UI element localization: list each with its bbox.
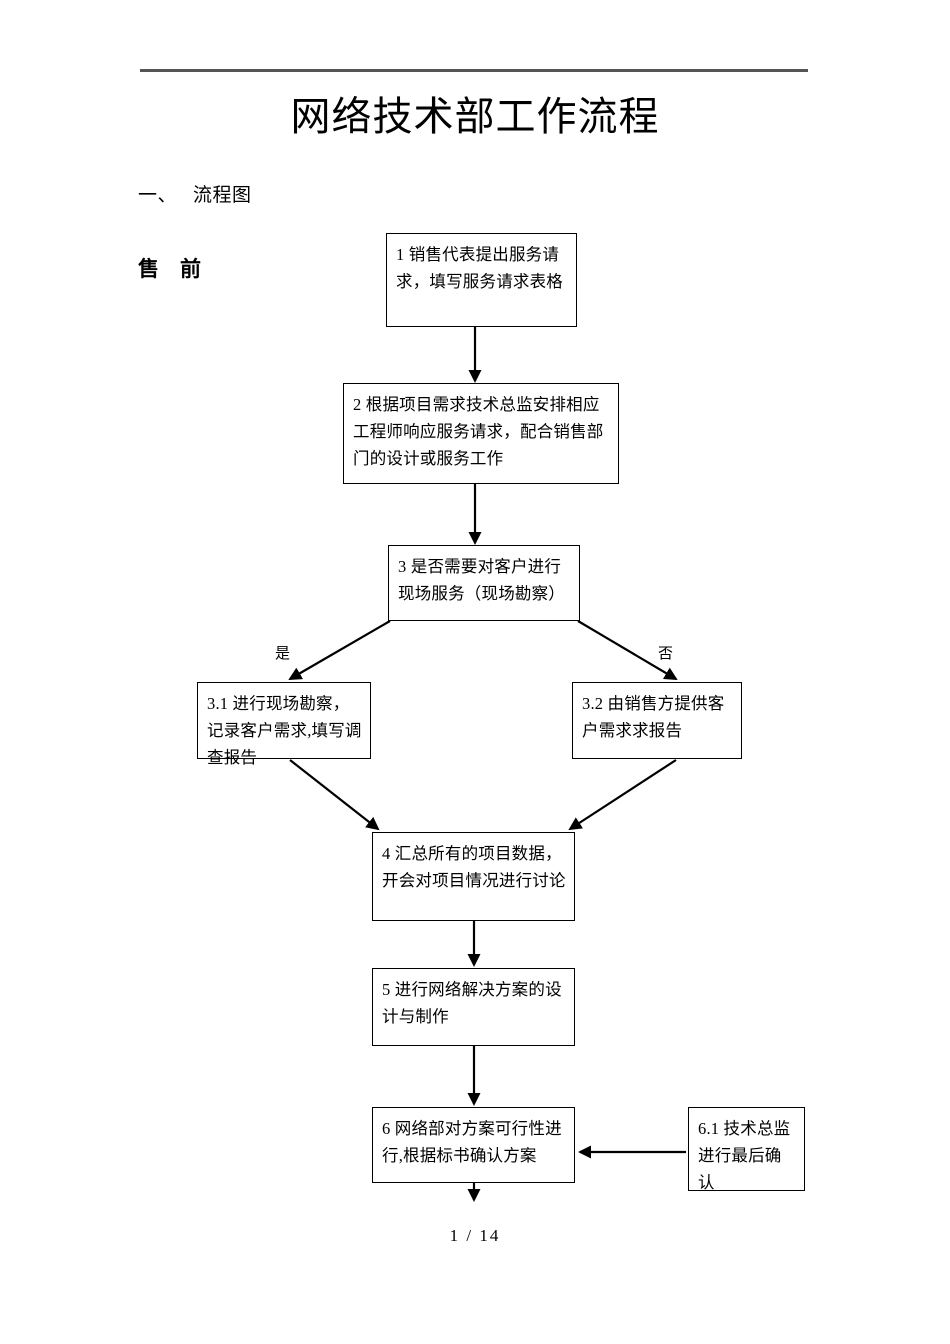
section-title: 流程图 (193, 185, 252, 206)
flow-node-4[interactable]: 4 汇总所有的项目数据，开会对项目情况进行讨论 (372, 832, 575, 921)
phase-label-presale: 售前 (138, 253, 202, 283)
flow-node-6[interactable]: 6 网络部对方案可行性进行,根据标书确认方案 (372, 1107, 575, 1183)
section-heading: 一、流程图 (138, 183, 252, 209)
edge-3-2-to-4 (568, 759, 677, 831)
page-title: 网络技术部工作流程 (290, 94, 660, 140)
flow-node-2-label: 2 根据项目需求技术总监安排相应工程师响应服务请求，配合销售部门的设计或服务工作 (353, 395, 604, 468)
branch-label-no: 否 (658, 646, 674, 662)
flow-node-1[interactable]: 1 销售代表提出服务请求，填写服务请求表格 (386, 233, 577, 327)
flow-node-3-2-label: 3.2 由销售方提供客户需求求报告 (582, 694, 725, 740)
edge-3-to-3-1 (288, 620, 391, 680)
page-footer: 1 / 14 (449, 1226, 501, 1245)
phase-label-char-1: 售 (138, 256, 160, 281)
flow-node-3-1[interactable]: 3.1 进行现场勘察，记录客户需求,填写调查报告 (197, 682, 371, 767)
flow-node-3-1-label: 3.1 进行现场勘察，记录客户需求,填写调查报告 (207, 694, 362, 767)
header-rule (140, 69, 808, 72)
flow-node-5[interactable]: 5 进行网络解决方案的设计与制作 (372, 968, 575, 1046)
flow-node-2[interactable]: 2 根据项目需求技术总监安排相应工程师响应服务请求，配合销售部门的设计或服务工作 (343, 383, 619, 484)
phase-label-char-2: 前 (180, 256, 202, 281)
flow-node-3-2[interactable]: 3.2 由销售方提供客户需求求报告 (572, 682, 742, 759)
flow-node-1-label: 1 销售代表提出服务请求，填写服务请求表格 (396, 245, 563, 291)
flow-node-6-label: 6 网络部对方案可行性进行,根据标书确认方案 (382, 1119, 562, 1165)
branch-label-yes: 是 (275, 646, 291, 662)
flow-node-4-label: 4 汇总所有的项目数据，开会对项目情况进行讨论 (382, 844, 566, 890)
flow-node-6-1[interactable]: 6.1 技术总监进行最后确认 (688, 1107, 805, 1192)
flow-node-3-decision[interactable]: 3 是否需要对客户进行现场服务（现场勘察） (388, 545, 580, 621)
flow-node-3-label: 3 是否需要对客户进行现场服务（现场勘察） (398, 557, 565, 603)
section-number: 一、 (138, 185, 178, 206)
flow-node-6-1-label: 6.1 技术总监进行最后确认 (698, 1119, 791, 1192)
flow-node-5-label: 5 进行网络解决方案的设计与制作 (382, 980, 562, 1026)
